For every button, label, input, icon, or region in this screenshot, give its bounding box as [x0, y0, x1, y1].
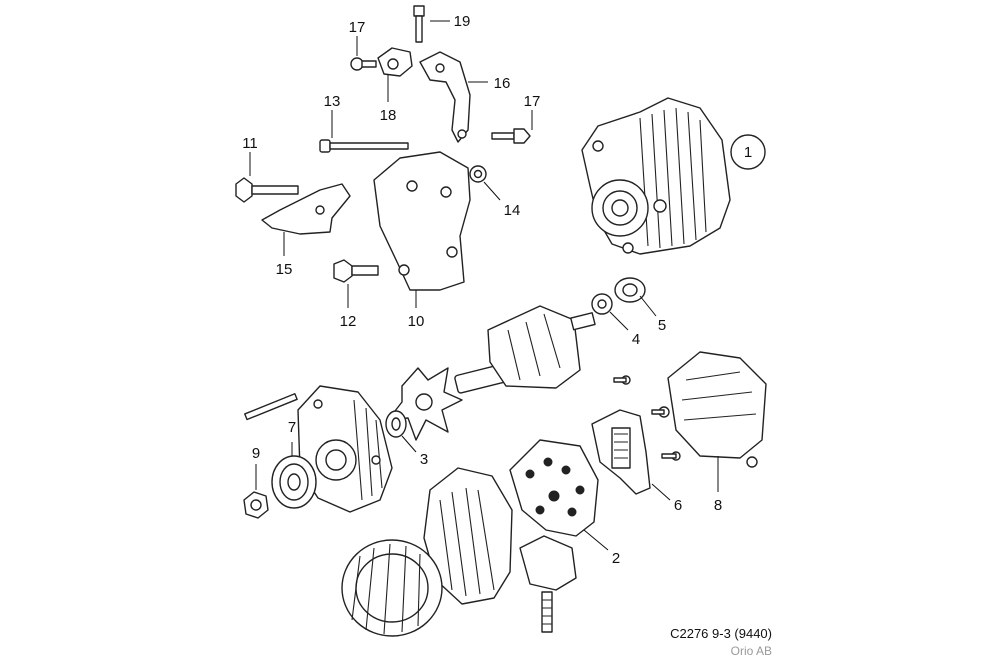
callout-10: 10	[408, 313, 425, 330]
callout-16: 16	[494, 75, 511, 92]
callout-3: 3	[420, 451, 428, 468]
long-bolt	[244, 393, 298, 421]
callout-2: 2	[612, 550, 620, 567]
callout-17-right: 17	[524, 93, 541, 110]
regulator	[591, 409, 651, 495]
rectifier	[509, 439, 599, 537]
bolt-13	[319, 139, 409, 153]
bearing-4	[591, 293, 613, 315]
bearing-cap-5	[614, 277, 646, 303]
callout-1: 1	[744, 144, 752, 161]
callout-5: 5	[658, 317, 666, 334]
bracket-16	[419, 51, 471, 143]
bolt-17-right	[491, 128, 531, 144]
callout-15: 15	[276, 261, 293, 278]
sensor-19	[413, 5, 425, 43]
alternator-assembly	[581, 97, 731, 255]
bracket-10	[373, 151, 471, 291]
nut-14	[469, 165, 487, 183]
bolt-17-top	[350, 57, 377, 71]
rear-cover	[667, 351, 767, 468]
callout-6: 6	[674, 497, 682, 514]
drawing-reference: C2276 9-3 (9440)	[670, 626, 772, 641]
front-housing	[297, 385, 393, 513]
rotor	[454, 305, 596, 394]
callout-7: 7	[288, 419, 296, 436]
bolt-12	[333, 259, 379, 283]
brush-holder	[519, 535, 577, 633]
pulley-7	[271, 455, 317, 509]
nut-9	[243, 491, 269, 519]
callout-12: 12	[340, 313, 357, 330]
bolt-11	[235, 177, 299, 203]
callout-9: 9	[252, 445, 260, 462]
callout-19: 19	[454, 13, 471, 30]
callout-8: 8	[714, 497, 722, 514]
screw-regulator	[613, 375, 681, 461]
callout-17-top: 17	[349, 19, 366, 36]
callout-13: 13	[324, 93, 341, 110]
clip-18	[377, 47, 413, 77]
leader-lines	[249, 20, 719, 551]
bracket-15	[261, 183, 351, 235]
callout-circle-1	[730, 134, 766, 170]
callout-14: 14	[504, 202, 521, 219]
callout-11: 11	[242, 135, 258, 152]
spacer-3	[385, 410, 407, 438]
brand-label: Orio AB	[730, 644, 772, 658]
fan	[387, 367, 463, 441]
callout-labels: 1 2 3 4 5 6 7 8 9 10 11 12 13 14 15 16 1…	[242, 13, 752, 567]
callout-18: 18	[380, 107, 397, 124]
callout-4: 4	[632, 331, 640, 348]
stator	[341, 539, 443, 637]
